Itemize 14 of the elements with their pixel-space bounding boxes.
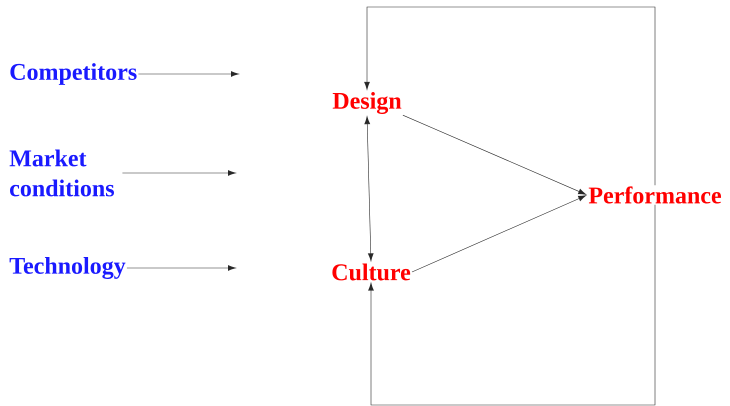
- arrow: [412, 195, 586, 272]
- node-label: Competitors: [10, 63, 137, 85]
- node-label: Technology: [10, 257, 126, 279]
- arrow: [368, 204, 656, 406]
- node-label: Design: [332, 92, 402, 114]
- arrow: [138, 71, 239, 77]
- node-label: Performance: [588, 186, 721, 204]
- arrow: [126, 265, 236, 271]
- arrow: [402, 114, 586, 195]
- node-label: Culture: [332, 264, 410, 280]
- arrow: [122, 170, 236, 176]
- arrow: [364, 6, 656, 186]
- arrow: [364, 116, 374, 262]
- node-label: Market conditions: [10, 150, 114, 196]
